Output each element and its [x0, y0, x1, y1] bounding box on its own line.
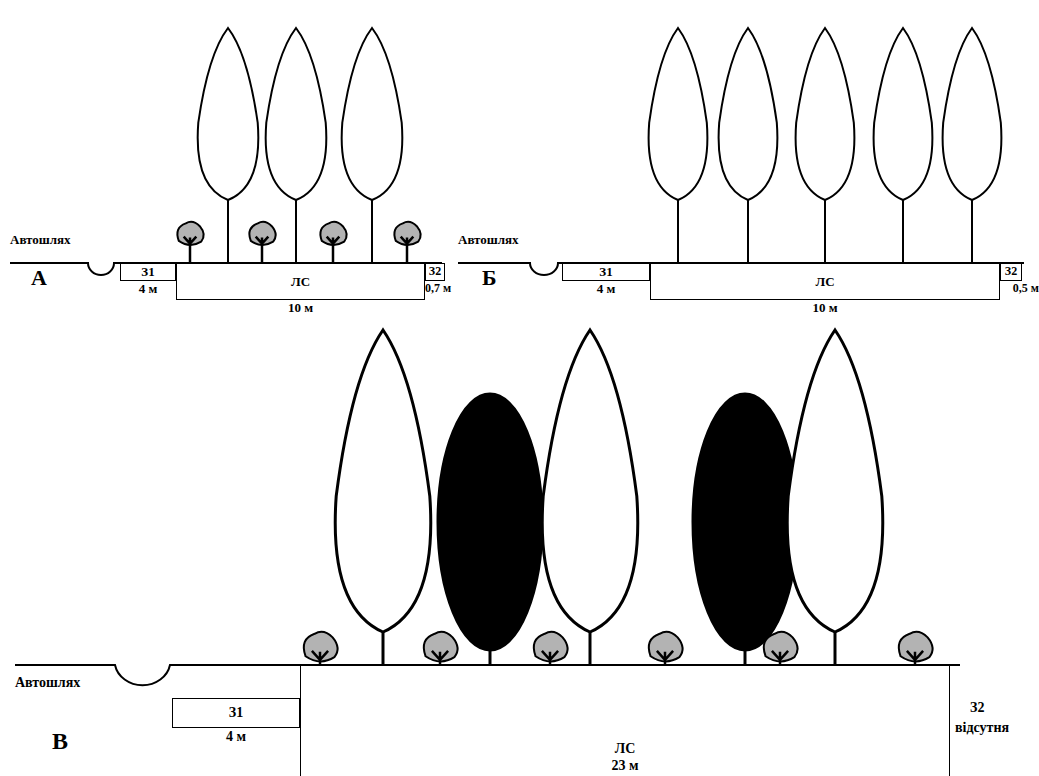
zone-box: З14 м	[172, 698, 300, 728]
poplar-crown	[649, 28, 708, 200]
tree-trunk	[824, 198, 826, 263]
zone-name: З1	[173, 705, 299, 720]
zone-name: ЛС	[177, 274, 424, 288]
panel-letter: А	[31, 266, 47, 290]
tree-trunk	[971, 198, 973, 263]
panel-letter: Б	[482, 266, 497, 290]
poplar-crown	[542, 330, 638, 632]
poplar-crown	[335, 330, 431, 632]
shrub-stem	[256, 237, 269, 263]
poplar-crown	[874, 28, 933, 200]
dimension-label: 10 м	[288, 301, 313, 315]
tree-trunk	[227, 198, 229, 263]
shrub-stem	[432, 651, 448, 665]
dimension-label: 23 м	[301, 758, 949, 773]
panel-letter: В	[52, 728, 68, 754]
zone-name: З2	[1001, 265, 1021, 278]
shrub-stem	[401, 237, 414, 263]
poplar-crown	[198, 28, 259, 200]
zone-name: З1	[563, 265, 649, 279]
tree-trunk	[589, 630, 592, 665]
shrub-stem	[772, 651, 788, 665]
shrub-stem	[542, 651, 558, 665]
road-label: Автошлях	[458, 233, 519, 247]
dimension-label: 4 м	[226, 729, 246, 744]
trees	[177, 28, 1001, 665]
zone-name: З2	[426, 265, 444, 278]
zone-label: відсутня	[955, 720, 1009, 735]
tree-trunk	[371, 198, 373, 263]
tree-trunk	[834, 630, 837, 665]
dimension-label: 10 м	[812, 301, 837, 315]
road-label: Автошлях	[15, 675, 80, 690]
poplar-crown	[943, 28, 1002, 200]
poplar-crown	[719, 28, 778, 200]
zone-box: З14 м	[120, 263, 176, 281]
tree-trunk	[747, 198, 749, 263]
zone-box: З14 м	[562, 263, 650, 281]
dimension-label: 0,7 м	[425, 282, 451, 295]
shrub-stem	[907, 651, 923, 665]
ground-lines	[10, 263, 1024, 685]
zone-name: З1	[121, 265, 175, 279]
dark-tree-crown	[693, 394, 797, 650]
shrub-stem	[327, 237, 340, 263]
shrub-stem	[312, 651, 328, 665]
poplar-crown	[266, 28, 327, 200]
forest-belt-box: ЛС 23 м	[300, 665, 950, 776]
dark-tree-crown	[438, 394, 542, 650]
zone-box: З20,7 м	[425, 263, 445, 281]
shrub-stem	[657, 651, 673, 665]
tree-trunk	[382, 630, 385, 665]
forest-belt-box: ЛС10 м	[176, 263, 425, 300]
poplar-crown	[796, 28, 855, 200]
tree-trunk	[902, 198, 904, 263]
forest-belt-box: ЛС10 м	[650, 263, 1000, 300]
poplar-crown	[342, 28, 403, 200]
zone-name: ЛС	[651, 274, 999, 288]
poplar-crown	[787, 330, 883, 632]
zone-label: З2	[970, 700, 984, 715]
zone-name: ЛС	[301, 741, 949, 756]
dimension-label: 4 м	[139, 282, 158, 296]
tree-trunk	[295, 198, 297, 263]
shrub-stem	[184, 237, 197, 263]
dimension-label: 0,5 м	[1013, 282, 1039, 295]
zone-box: З20,5 м	[1000, 263, 1022, 281]
tree-trunk	[677, 198, 679, 263]
dimension-label: 4 м	[597, 282, 616, 296]
road-label: Автошлях	[10, 233, 71, 247]
